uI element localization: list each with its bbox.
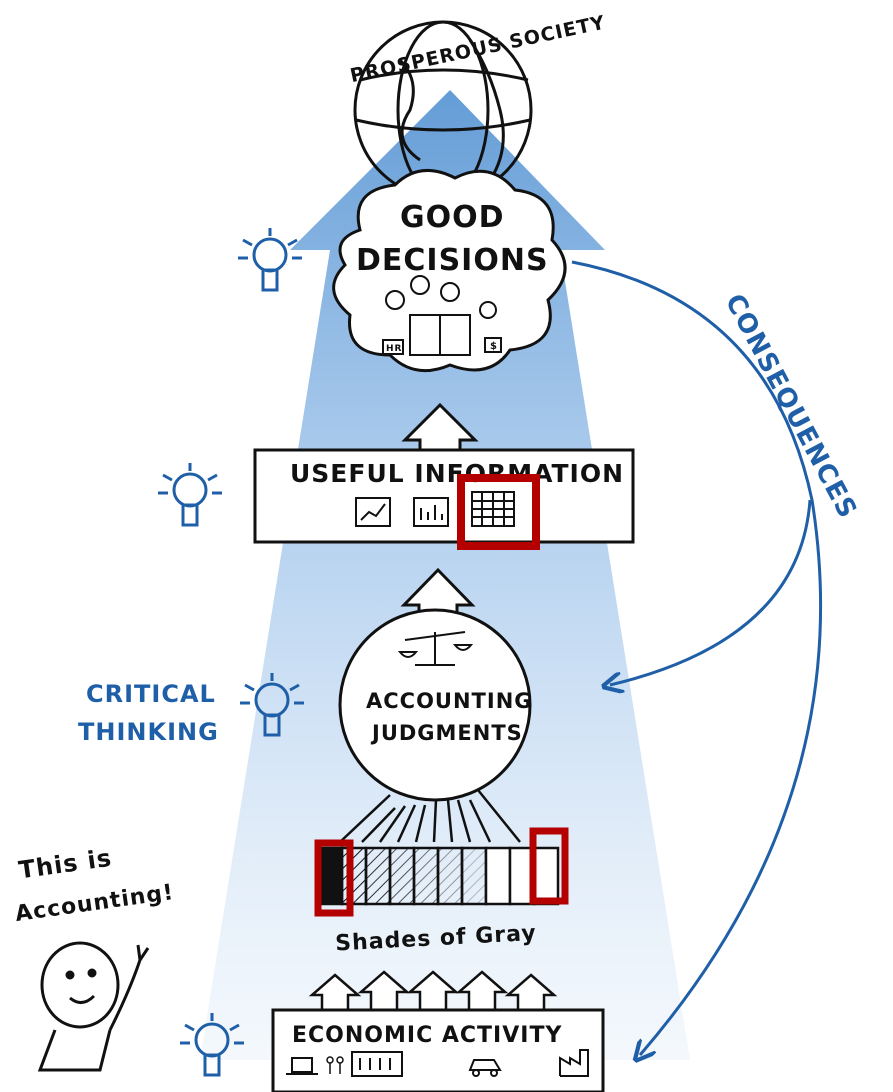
- lightbulb-icon: [180, 1013, 244, 1077]
- factory-icon: [559, 1049, 589, 1077]
- critical-thinking-line2: THINKING: [78, 718, 219, 746]
- this-is-line1: This is: [17, 844, 114, 885]
- prosperous-society-label: PROSPEROUS SOCIETY: [348, 12, 607, 88]
- critical-thinking-line1: CRITICAL: [86, 680, 216, 708]
- accounting-judgments-line1: ACCOUNTING: [366, 689, 533, 713]
- line-chart-icon: [355, 497, 391, 527]
- shades-of-gray-bar: [318, 846, 560, 906]
- this-is-line2: Accounting!: [14, 880, 176, 927]
- people-icon: [326, 1056, 344, 1074]
- dollar-tag: $: [490, 341, 498, 352]
- input-arrows: [339, 789, 521, 843]
- white-highlight: [529, 827, 569, 905]
- consequences-label: CONSEQUENCES: [719, 289, 863, 524]
- accounting-judgments-line2: JUDGMENTS: [370, 721, 523, 745]
- bar-chart-icon: [413, 497, 449, 527]
- economic-activity-box: ECONOMIC ACTIVITY: [271, 1008, 605, 1092]
- useful-information-box: USEFUL INFORMATION: [253, 448, 635, 550]
- economic-activity-label: ECONOMIC ACTIVITY: [292, 1023, 562, 1048]
- economic-arrows: [308, 970, 558, 1014]
- consequences-arrows: [571, 260, 822, 1055]
- useful-information-label: USEFUL INFORMATION: [290, 459, 624, 488]
- car-icon: [468, 1059, 502, 1077]
- good-decisions-cloud: GOOD DECISIONS HR $: [332, 168, 567, 373]
- person-drawing: [37, 941, 150, 1072]
- hr-tag: HR: [386, 344, 402, 354]
- laptop-icon: [286, 1057, 318, 1075]
- funnel: [200, 90, 690, 1060]
- scale-icon: [397, 631, 474, 666]
- lightbulb-icon: [158, 463, 222, 527]
- black-highlight: [314, 839, 354, 917]
- table-highlight: [457, 474, 540, 550]
- building-icon: [351, 1051, 403, 1077]
- good-decisions-line1: GOOD: [400, 200, 505, 235]
- lightbulb-icon: [238, 228, 302, 292]
- accounting-judgments-circle: ACCOUNTING JUDGMENTS: [338, 608, 533, 802]
- table-icon: [471, 491, 515, 527]
- good-decisions-line2: DECISIONS: [356, 243, 549, 278]
- people-icon: [382, 275, 502, 356]
- lightbulb-icon: [240, 673, 304, 737]
